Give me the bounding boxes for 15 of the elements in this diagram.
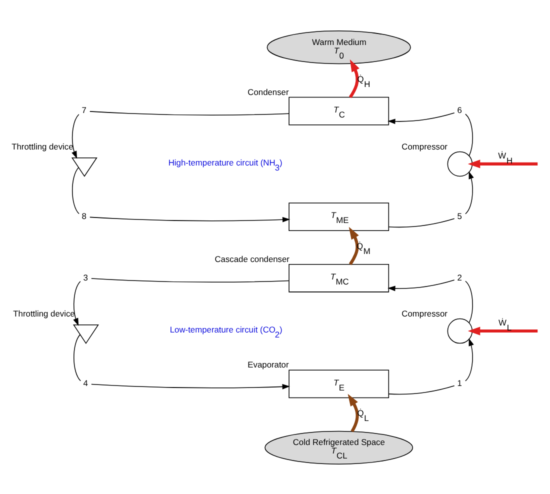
node-text: 5 xyxy=(457,210,462,220)
node-label: Evaporator xyxy=(248,359,289,370)
node-label: Compressor xyxy=(402,140,448,151)
node-label: Condenser xyxy=(248,86,289,96)
node-text: 2 xyxy=(457,272,462,282)
node-label: Compressor xyxy=(402,308,448,318)
node-text: 8 xyxy=(82,210,86,220)
node-text: 1 xyxy=(457,378,462,388)
node-label: Throttling device xyxy=(13,308,75,318)
node-text: 3 xyxy=(83,272,88,282)
node-text: 6 xyxy=(457,104,462,115)
node-text: 4 xyxy=(83,378,88,388)
node-label: Cascade condenser xyxy=(214,253,290,264)
node-text: 7 xyxy=(82,104,86,115)
node-label: Throttling device xyxy=(12,140,74,151)
